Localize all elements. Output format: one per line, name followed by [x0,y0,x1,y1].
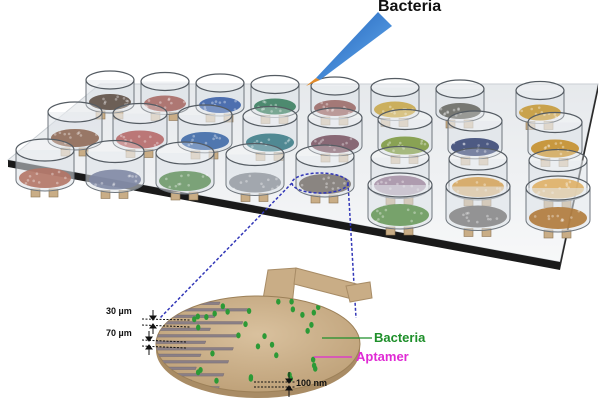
bacteria-title-label: Bacteria [378,0,441,16]
bacteria-dot [287,372,291,378]
bacteria-dot [289,299,293,305]
bacteria-dot [274,352,278,358]
pipette-icon [306,12,392,86]
dimension-70um-label: 70 µm [106,328,132,338]
bacteria-dot [300,312,304,318]
bacteria-dot [262,333,266,339]
bacteria-dot [341,305,345,311]
bacteria-dot [291,306,295,312]
bacteria-dot [247,308,251,314]
well [446,175,510,231]
bacteria-dot [243,321,247,327]
bacteria-dot [256,343,260,349]
well [296,145,354,197]
bacteria-dot [276,299,280,305]
well [86,141,144,193]
bacteria-dot [249,376,253,382]
bacteria-dot [270,342,274,348]
bacteria-dot [225,309,229,315]
bacteria-dot [305,328,309,334]
dimension-30um-label: 30 µm [106,306,132,316]
aptamer-label: Aptamer [356,349,409,364]
well [526,176,590,232]
bacteria-dot [212,311,216,317]
bacteria-dot [196,313,200,319]
well [368,173,432,229]
well [16,139,74,191]
bacteria-dot [221,303,225,309]
bacteria-dot [204,314,208,320]
bacteria-dot [196,324,200,330]
bacteria-dot [210,351,214,357]
bacteria-dot [312,310,316,316]
bacteria-dot [214,378,218,384]
dimension-100nm-label: 100 nm [296,378,327,388]
bacteria-dot [309,322,313,328]
bacteria-dot [236,332,240,338]
well [156,142,214,194]
bacteria-label: Bacteria [374,330,425,345]
well [226,144,284,196]
bacteria-dot [312,363,316,369]
bacteria-dot [198,367,202,373]
